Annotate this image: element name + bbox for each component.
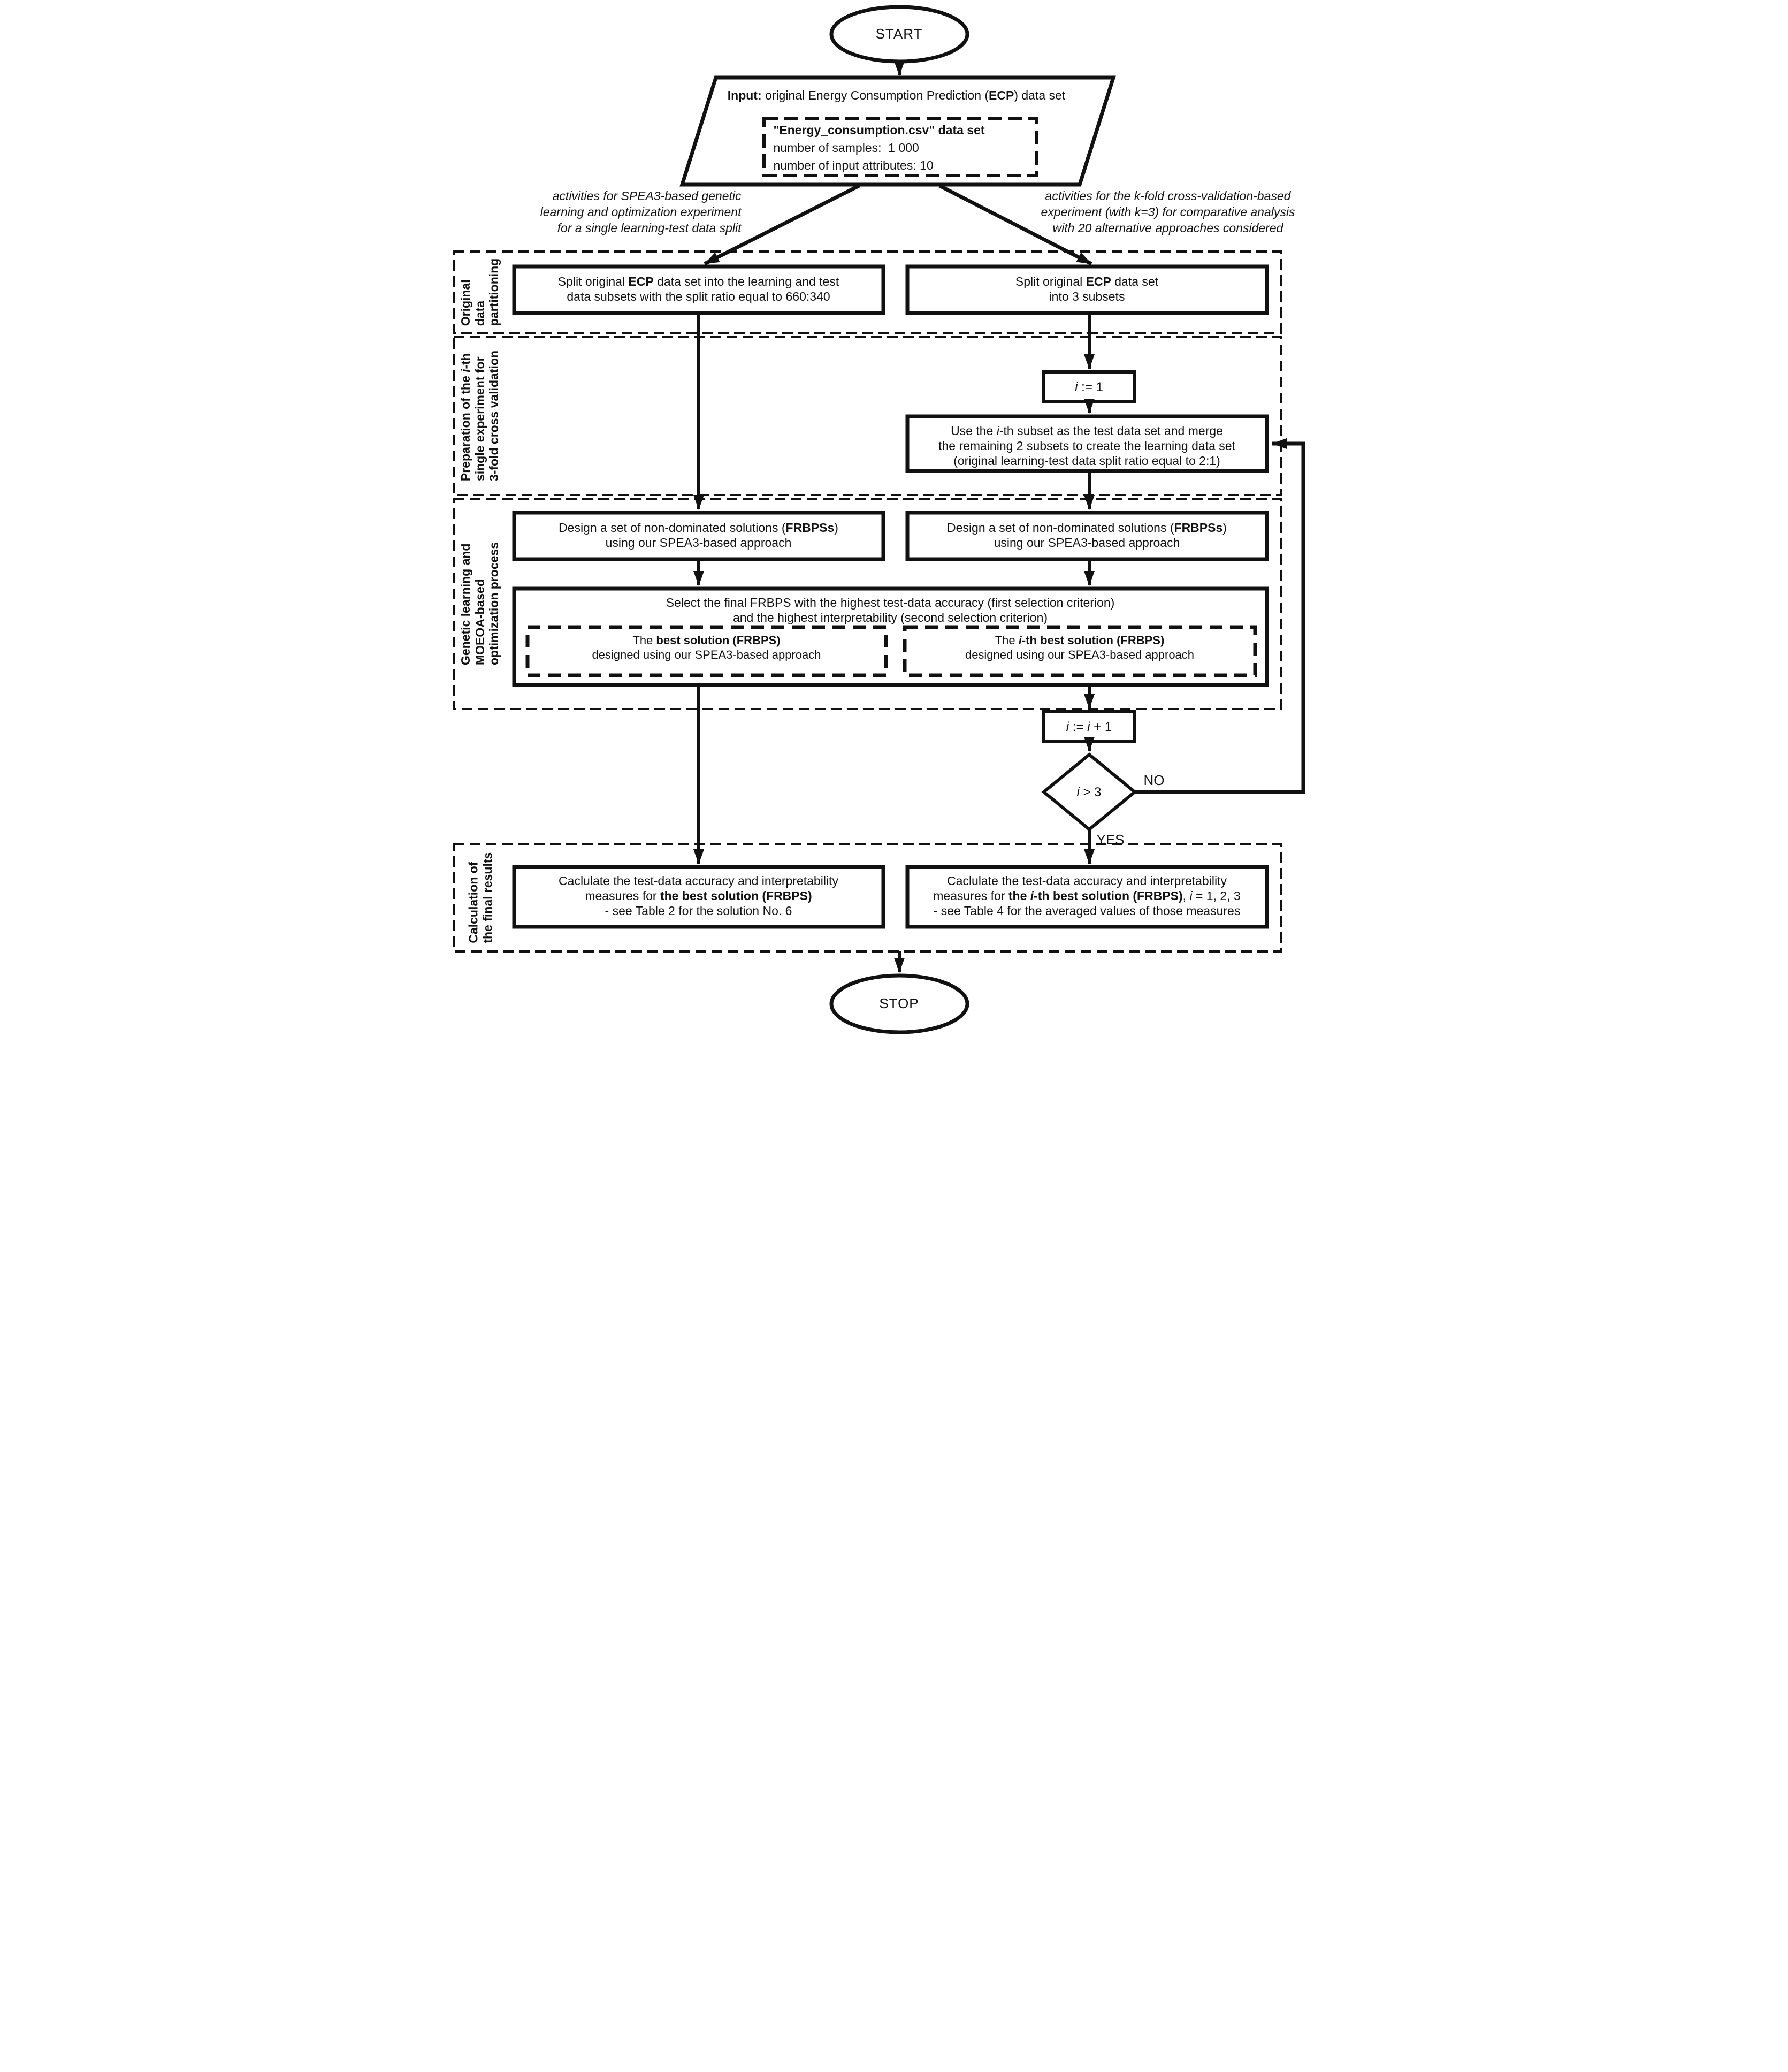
section-label-line: Original <box>459 279 473 326</box>
annotation-left-line: for a single learning-test data split <box>557 221 742 235</box>
split-right-line: Split original ECP data set <box>1015 275 1159 288</box>
decision-text: i > 3 <box>1076 785 1102 799</box>
stop-label: STOP <box>879 995 919 1011</box>
design-left-text: Design a set of non-dominated solutions … <box>519 520 878 550</box>
section-calculation-results <box>452 843 1282 953</box>
use-subset-box <box>905 414 1269 473</box>
flowchart-shapes <box>452 5 1305 1034</box>
section-original-data-partitioning <box>452 250 1282 334</box>
input-parallelogram <box>679 75 1116 187</box>
calc-left-line: Caclulate the test-data accuracy and int… <box>559 874 838 888</box>
section-label-line: the final results <box>480 852 494 943</box>
section-label-line: Calculation of <box>465 862 480 943</box>
section-label-line: Preparation of the i-th <box>459 353 473 482</box>
split-left-box <box>512 264 885 315</box>
design-left-box <box>512 511 885 561</box>
calc-left-line: measures for the best solution (FRBPS) <box>585 889 812 903</box>
calc-right-line: - see Table 4 for the averaged values of… <box>933 904 1241 918</box>
section-label-original-data-partitioning: Original data partitioning <box>455 252 506 333</box>
section-preparation-experiment <box>452 336 1282 496</box>
flowchart-canvas: START STOP Input: original Energy Consum… <box>447 0 1341 1036</box>
annotation-left-line: activities for SPEA3-based genetic <box>552 189 742 203</box>
design-right-text: Design a set of non-dominated solutions … <box>913 520 1262 550</box>
feedback-line-no <box>1134 438 1305 794</box>
best-solution-left-line: designed using our SPEA3-based approach <box>592 648 821 661</box>
select-box <box>512 586 1269 687</box>
section-label-calculation-results: Calculation of the final results <box>455 844 506 951</box>
design-right-box <box>905 511 1269 561</box>
calc-right-line: Caclulate the test-data accuracy and int… <box>947 874 1227 888</box>
use-subset-line: Use the i-th subset as the test data set… <box>951 424 1223 438</box>
annotation-right-line: experiment (with k=3) for comparative an… <box>1041 205 1295 219</box>
split-left-line: Split original ECP data set into the lea… <box>557 275 839 288</box>
calc-left-text: Caclulate the test-data accuracy and int… <box>519 873 878 918</box>
split-right-line: into 3 subsets <box>1049 290 1125 304</box>
split-left-line: data subsets with the split ratio equal … <box>567 290 830 304</box>
design-left-line: using our SPEA3-based approach <box>605 536 792 550</box>
select-box-line: Select the final FRBPS with the highest … <box>666 596 1115 610</box>
start-label: START <box>875 26 923 42</box>
calc-right-text: Caclulate the test-data accuracy and int… <box>913 873 1262 918</box>
split-right-text: Split original ECP data set into 3 subse… <box>913 274 1262 304</box>
select-box-line: and the highest interpretability (second… <box>732 611 1048 625</box>
dataset-dashed-box <box>762 117 1038 177</box>
section-label-line: Genetic learning and <box>459 544 473 666</box>
calc-left-line: - see Table 2 for the solution No. 6 <box>605 904 792 918</box>
section-label-line: single experiment for <box>473 356 487 482</box>
section-label-line: data <box>473 300 487 326</box>
init-i-text: i := 1 <box>1075 380 1103 394</box>
use-subset-line: the remaining 2 subsets to create the le… <box>938 439 1235 453</box>
increment-i-text: i := i + 1 <box>1066 720 1112 734</box>
best-solution-right-text: The i-th best solution (FRBPS) designed … <box>910 634 1250 662</box>
design-right-line: Design a set of non-dominated solutions … <box>947 521 1227 535</box>
best-solution-right-line: The i-th best solution (FRBPS) <box>995 634 1165 647</box>
design-left-line: Design a set of non-dominated solutions … <box>559 521 838 535</box>
arrow-input-to-split-right <box>938 184 1092 266</box>
section-label-genetic-learning: Genetic learning and MOEOA-based optimiz… <box>455 499 506 709</box>
use-subset-text: Use the i-th subset as the test data set… <box>915 423 1259 468</box>
calc-right-line: measures for the i-th best solution (FRB… <box>933 889 1241 903</box>
yes-label: YES <box>1096 832 1125 848</box>
use-subset-line: (original learning-test data split ratio… <box>953 454 1220 468</box>
stop-node <box>829 973 969 1034</box>
arrow-input-to-split-left <box>703 184 860 266</box>
split-left-text: Split original ECP data set into the lea… <box>519 274 878 304</box>
dataset-attributes-line: number of input attributes: 10 <box>773 158 934 172</box>
dataset-samples-line: number of samples: 1 000 <box>773 141 919 155</box>
calc-left-box <box>512 865 885 929</box>
dataset-name-line: "Energy_consumption.csv" data set <box>773 123 985 137</box>
design-right-line: using our SPEA3-based approach <box>994 536 1180 550</box>
no-label: NO <box>1143 772 1165 788</box>
section-label-preparation-experiment: Preparation of the i-th single experimen… <box>455 337 506 495</box>
calc-right-box <box>905 865 1269 929</box>
best-solution-left-text: The best solution (FRBPS) designed using… <box>533 634 881 662</box>
section-label-line: 3-fold cross validation <box>487 351 501 482</box>
best-solution-left-line: The best solution (FRBPS) <box>632 634 781 647</box>
annotation-right-line: with 20 alternative approaches considere… <box>1052 221 1283 235</box>
annotation-right-line: activities for the k-fold cross-validati… <box>1045 189 1291 203</box>
best-solution-right-line: designed using our SPEA3-based approach <box>965 648 1195 661</box>
section-label-line: partitioning <box>487 258 501 326</box>
split-right-box <box>905 264 1269 315</box>
section-genetic-learning <box>452 498 1282 710</box>
select-box-text: Select the final FRBPS with the highest … <box>522 595 1259 625</box>
section-label-line: optimization process <box>487 542 501 666</box>
input-title: Input: original Energy Consumption Predi… <box>727 88 1066 102</box>
section-label-line: MOEOA-based <box>473 579 487 666</box>
best-solution-right-box <box>903 625 1257 677</box>
annotation-left-line: learning and optimization experiment <box>540 205 742 219</box>
